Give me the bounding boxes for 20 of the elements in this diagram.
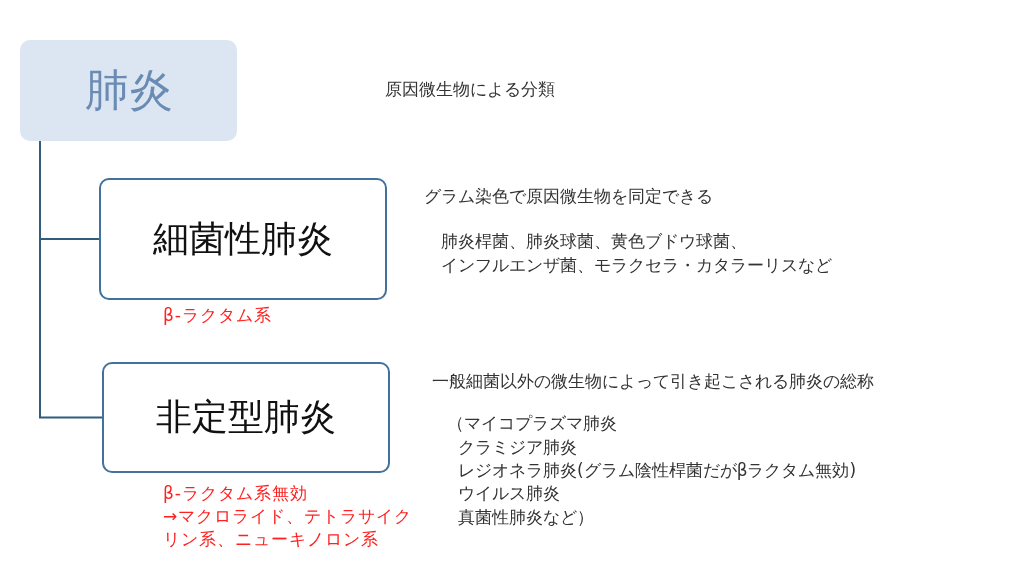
- description-text: 一般細菌以外の微生物によって引き起こされる肺炎の総称: [432, 370, 874, 393]
- description-text: ウイルス肺炎: [458, 482, 560, 505]
- description-text: グラム染色で原因微生物を同定できる: [424, 185, 713, 208]
- note-text: β-ラクタム系: [163, 304, 273, 327]
- description-text: 真菌性肺炎など）: [458, 506, 594, 529]
- description-text: レジオネラ肺炎(グラム陰性桿菌だがβラクタム無効): [458, 459, 857, 482]
- node-title: 非定型肺炎: [156, 395, 336, 439]
- note-text: →マクロライド、テトラサイクリン系、ニューキノロン系: [163, 505, 414, 551]
- description-text: インフルエンザ菌、モラクセラ・カタラーリスなど: [441, 254, 832, 277]
- connector-line: [39, 140, 103, 419]
- category-box: [102, 362, 390, 473]
- note-text: β-ラクタム系無効: [163, 482, 309, 505]
- description-text: （マイコプラズマ肺炎: [447, 412, 617, 435]
- description-text: 原因微生物による分類: [385, 78, 555, 101]
- description-text: クラミジア肺炎: [458, 436, 577, 459]
- title-box: [20, 40, 237, 141]
- node-title: 細菌性肺炎: [153, 216, 333, 261]
- category-box: [99, 178, 387, 300]
- node-title: 肺炎: [84, 63, 173, 117]
- description-text: 肺炎桿菌、肺炎球菌、黄色ブドウ球菌、: [441, 230, 747, 253]
